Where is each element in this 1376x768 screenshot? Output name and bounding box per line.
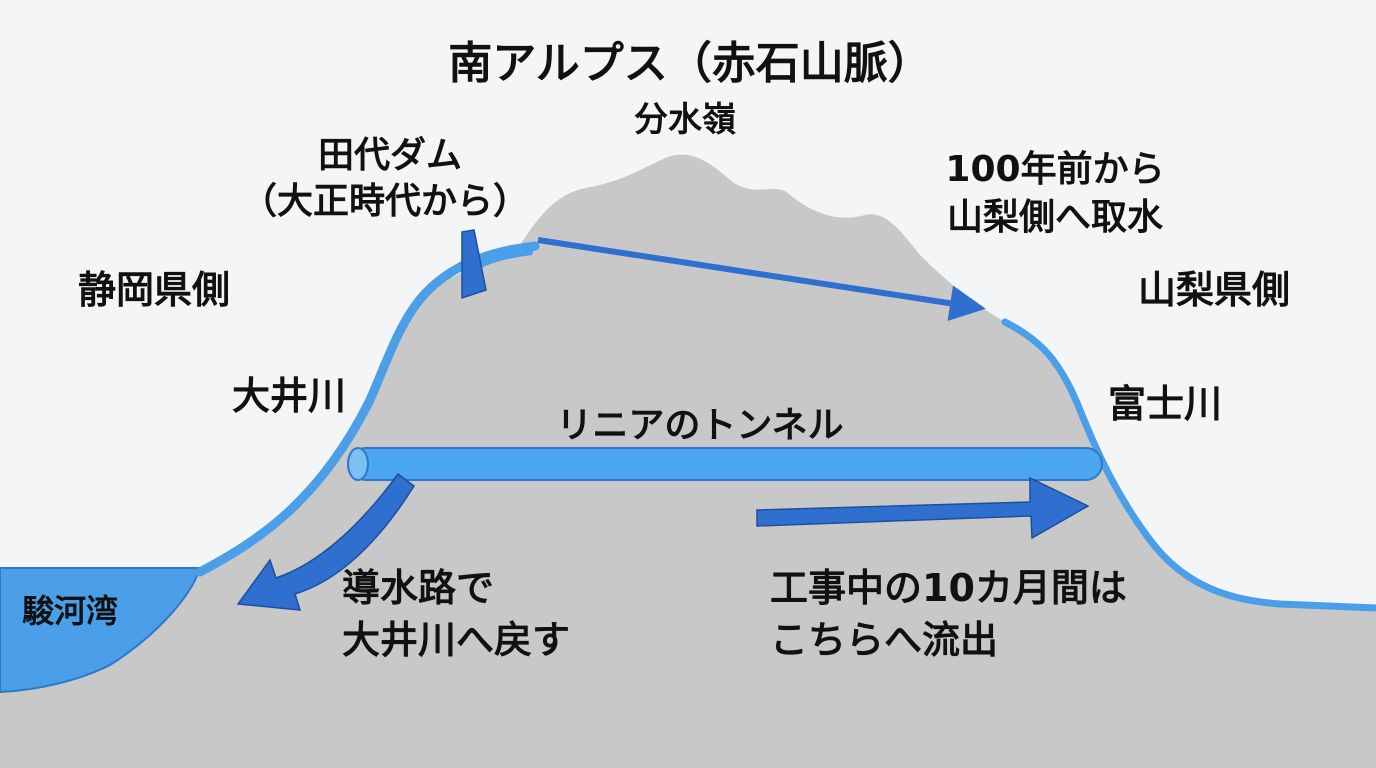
conduit-label-line1: 導水路で (342, 566, 495, 610)
diagram-title: 南アルプス（赤石山脈） (448, 38, 932, 89)
tunnel-portal (347, 447, 369, 481)
fuji-river (1001, 318, 1376, 612)
intake-arrow (537, 237, 986, 322)
conduit-arrow (236, 472, 416, 611)
dam-name-label: 田代ダム (317, 135, 462, 176)
conduit-label-line2: 大井川へ戻す (342, 618, 571, 662)
outflow-label-line2: こちらへ流出 (770, 618, 999, 662)
tashiro-dam (461, 229, 487, 300)
suruga-bay-water (0, 567, 202, 694)
outflow-label-line1: 工事中の10カ月間は (770, 566, 1127, 610)
suruga-bay-label: 駿河湾 (22, 592, 119, 630)
shizuoka-side-label: 静岡県側 (78, 268, 231, 312)
intake-label-line2: 山梨側へ取水 (946, 197, 1163, 238)
tunnel-label: リニアのトンネル (556, 405, 844, 446)
linear-tunnel (349, 447, 1103, 481)
watershed-label: 分水嶺 (634, 100, 736, 140)
oi-river-label: 大井川 (232, 374, 347, 418)
yamanashi-side-label: 山梨県側 (1138, 268, 1291, 312)
dam-reservoir (470, 246, 535, 270)
dam-period-label: （大正時代から） (240, 181, 529, 222)
outflow-arrow (756, 476, 1090, 540)
fuji-river-label: 富士川 (1108, 382, 1223, 426)
intake-label-line1: 100年前から (945, 149, 1165, 190)
